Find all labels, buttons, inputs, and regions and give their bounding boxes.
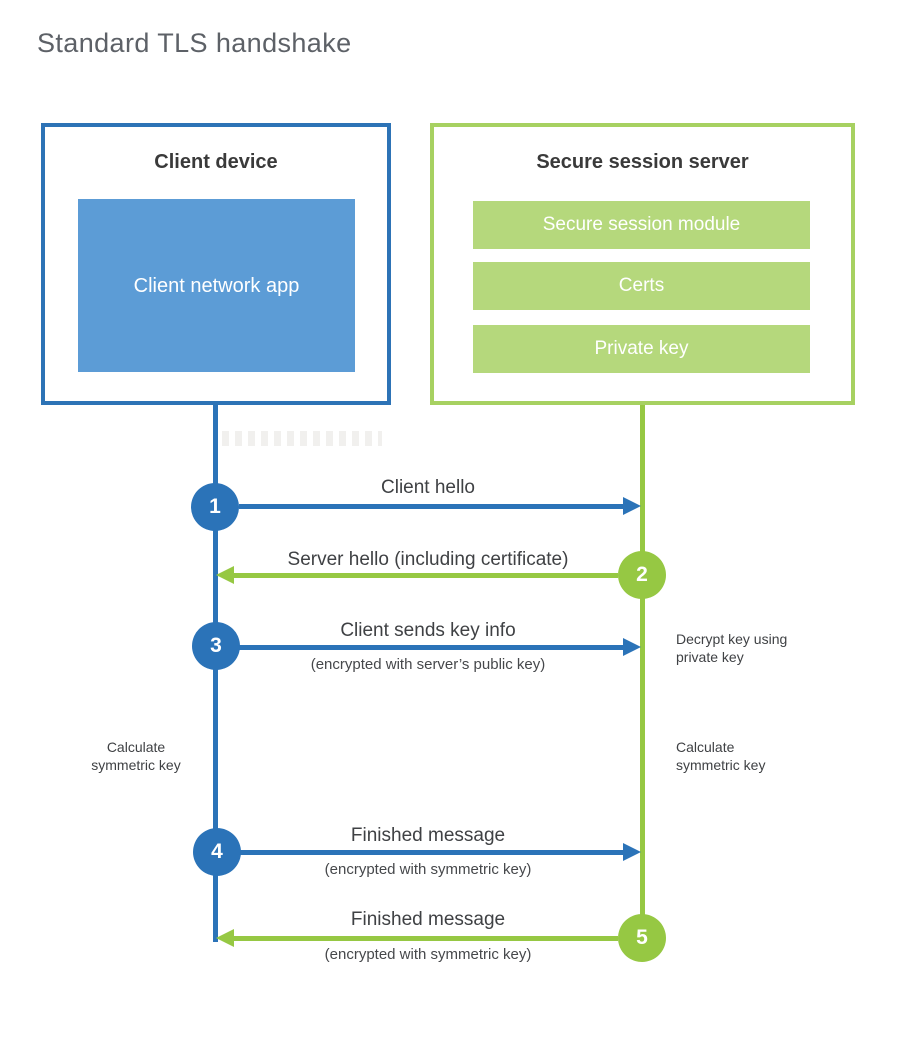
calculate-symmetric-key-note-server: Calculate symmetric key [676, 739, 766, 773]
step-3-arrow [239, 638, 641, 656]
step-1-label: Client hello [381, 477, 475, 498]
client-device-box: Client device Client network app [41, 123, 391, 405]
client-network-app-label: Client network app [133, 274, 300, 297]
step-5-sublabel: (encrypted with symmetric key) [324, 946, 532, 963]
faint-dashes-artifact [222, 431, 382, 446]
client-device-title: Client device [154, 151, 278, 173]
step-1-arrow [239, 497, 641, 515]
step-5-circle: 5 [618, 914, 666, 962]
step-4-arrow [239, 843, 641, 861]
step-4-sublabel: (encrypted with symmetric key) [324, 861, 532, 878]
server-module-private-key: Private key [473, 325, 810, 373]
step-5-label: Finished message [350, 909, 506, 930]
secure-session-server-title: Secure session server [536, 151, 749, 173]
page-title: Standard TLS handshake [37, 28, 352, 58]
server-module-certs: Certs [473, 262, 810, 310]
server-lifeline [640, 405, 645, 942]
step-4-circle: 4 [193, 828, 241, 876]
step-3-circle: 3 [192, 622, 240, 670]
step-2-circle: 2 [618, 551, 666, 599]
step-5-arrow [216, 929, 618, 947]
client-lifeline [213, 405, 218, 942]
step-2-arrow [216, 566, 618, 584]
step-3-sublabel: (encrypted with server’s public key) [310, 656, 546, 673]
decrypt-key-note: Decrypt key using private key [676, 631, 788, 665]
step-1-circle: 1 [191, 483, 239, 531]
calculate-symmetric-key-note-client: Calculate symmetric key [91, 739, 181, 773]
step-4-label: Finished message [350, 825, 506, 846]
step-2-label: Server hello (including certificate) [287, 549, 569, 570]
secure-session-server-box: Secure session server Secure session mod… [430, 123, 855, 405]
step-3-label: Client sends key info [340, 620, 516, 641]
server-module-secure-session-module: Secure session module [473, 201, 810, 249]
client-network-app-box: Client network app [78, 199, 355, 372]
